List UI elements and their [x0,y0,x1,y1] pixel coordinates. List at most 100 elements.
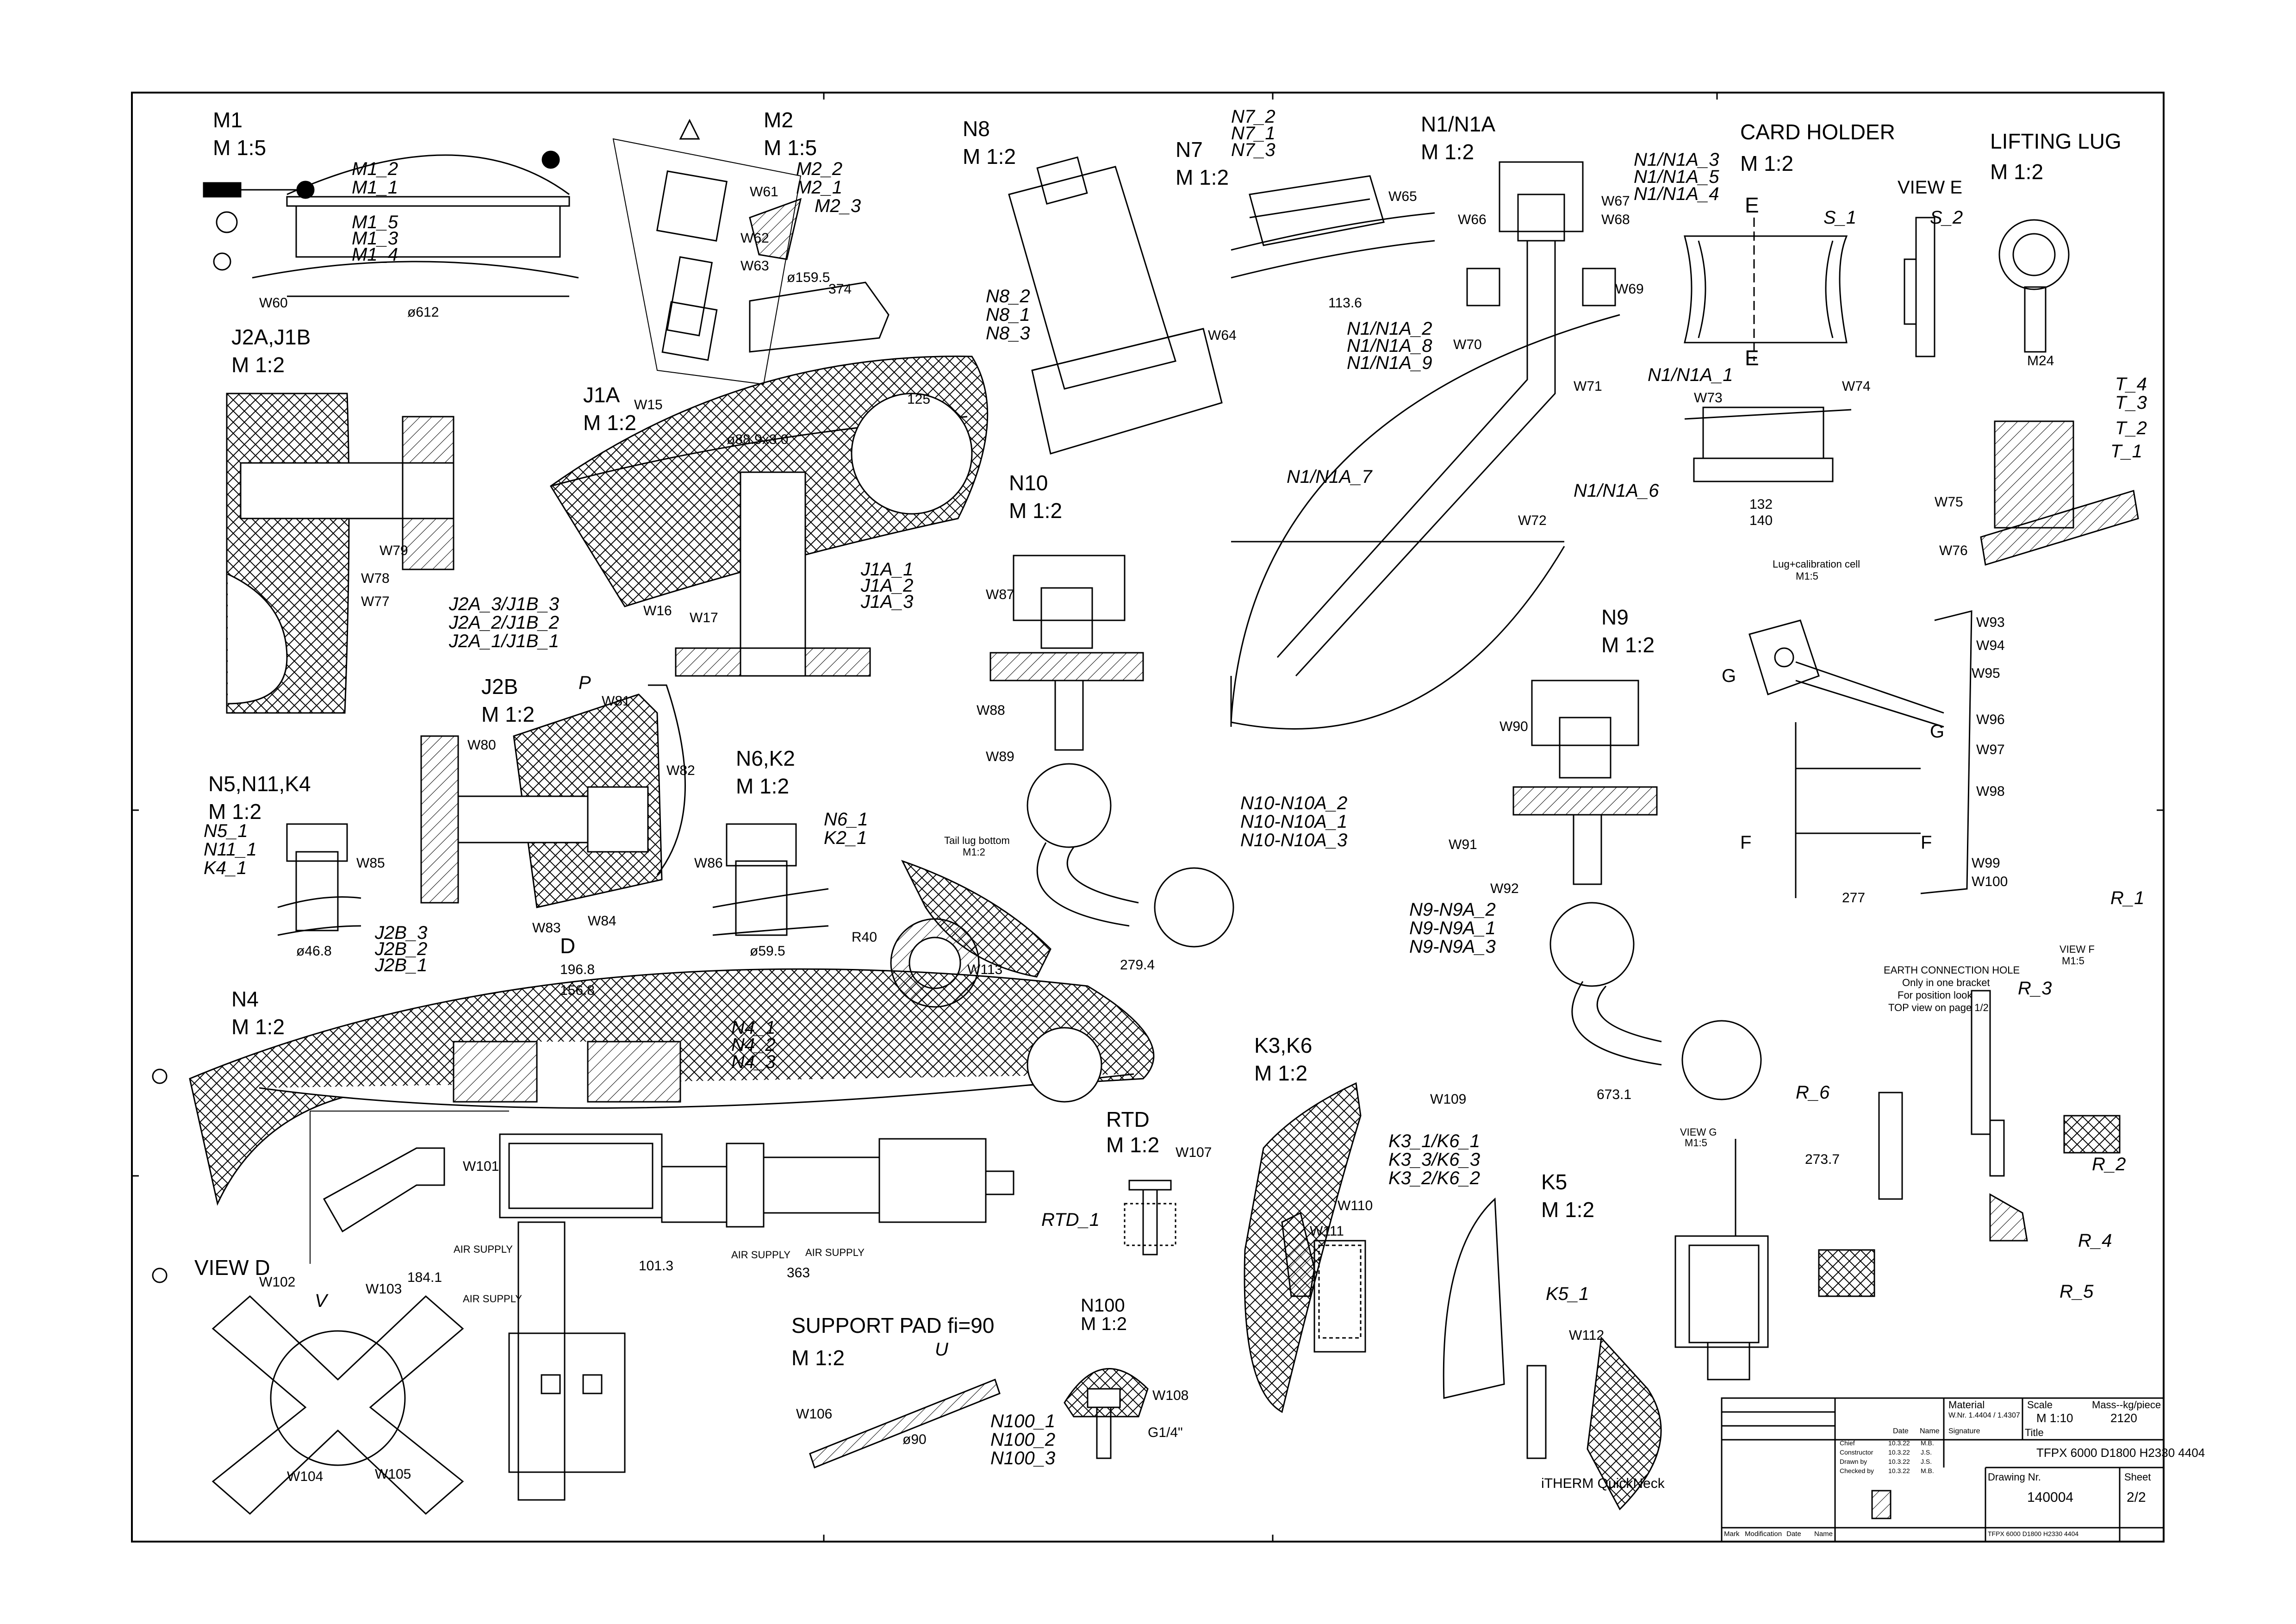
view-m1-title: M1 [213,108,243,132]
label-n1-5: N1/N1A_5 [1634,167,1719,187]
earth-line-1: Only in one bracket [1902,977,1990,988]
dim-w91: W91 [1449,837,1477,852]
view-j1a-title: J1A [583,383,620,407]
label-n100-3: N100_3 [990,1448,1056,1468]
label-d: D [560,934,576,958]
dim-w112: W112 [1569,1328,1605,1343]
view-lifting-lug [1980,219,2139,566]
dim-w66: W66 [1458,212,1487,227]
view-n10 [989,555,1234,948]
view-f-label: VIEW F [2060,943,2095,955]
tb-footer-modification: Modification [1745,1530,1782,1538]
view-n100 [1064,1368,1149,1459]
label-n1-8: N1/N1A_8 [1347,336,1432,356]
air-supply-4: AIR SUPPLY [805,1247,865,1258]
label-k3-3: K3_3/K6_3 [1388,1149,1480,1170]
dim-w94: W94 [1976,638,2005,653]
tb-scale-label: Scale [2027,1399,2053,1411]
view-card-holder [1684,217,1935,482]
view-lifting-lug-title: LIFTING LUG [1990,129,2122,153]
title-block-frame [1721,1397,2165,1543]
dim-ch-140: 140 [1749,513,1773,528]
tb-footer-date: Date [1786,1530,1801,1538]
label-n8-1: N8_1 [986,305,1030,325]
tb-footer-mark: Mark [1724,1530,1740,1538]
earth-line-3: TOP view on page 1/2 [1888,1002,1989,1013]
tb-name-4: M.B. [1921,1467,1934,1474]
label-m1-2: M1_2 [352,159,398,179]
tb-footer-name: Name [1814,1530,1833,1538]
label-k3-1: K3_1/K6_1 [1388,1131,1480,1151]
dim-w69: W69 [1615,281,1644,297]
dim-w85: W85 [356,856,385,871]
dim-w83: W83 [532,920,561,936]
view-n5-title: N5,N11,K4 [208,772,311,796]
label-n100-1: N100_1 [990,1411,1056,1431]
view-m2 [612,119,890,385]
label-t2: T_2 [2115,418,2147,438]
tb-col-name: Name [1920,1427,1940,1435]
view-n8-title: N8 [963,117,990,141]
dim-w76: W76 [1939,543,1968,558]
tail-lug-scale: M1:2 [963,846,985,858]
view-n4 [189,968,1155,1501]
tb-date-1: 10.3.22 [1888,1439,1910,1447]
view-j1a [549,356,989,677]
dim-w65: W65 [1388,189,1417,204]
earth-line-2: For position look [1898,989,1972,1001]
dim-w75: W75 [1935,494,1963,510]
dim-sp-90: ø90 [902,1432,927,1447]
view-n5-scale: M 1:2 [208,800,262,824]
dim-n4-1013: 101.3 [639,1258,674,1274]
view-rtd-title: RTD [1106,1107,1150,1131]
dim-w72: W72 [1518,513,1547,528]
label-n6-1: N6_1 [824,809,868,830]
dim-w106: W106 [796,1406,833,1422]
sheet-frame [131,92,2165,1543]
dim-w60: W60 [259,295,288,311]
view-n9 [1512,680,1762,1100]
label-k5-1: K5_1 [1546,1284,1589,1304]
dim-m1-612: ø612 [407,305,439,320]
view-rtd-scale: M 1:2 [1106,1133,1160,1157]
dim-n7-113: 113.6 [1328,295,1362,311]
dim-w86: W86 [694,856,723,871]
view-support-pad [809,1379,1001,1468]
dim-w92: W92 [1490,881,1519,896]
view-f [1971,990,2121,1242]
dim-j1a-125: 125 [907,392,931,407]
label-r6: R_6 [1796,1082,1830,1103]
tb-col-signature: Signature [1948,1427,1980,1435]
label-j1a-2: J1A_2 [861,575,914,596]
dim-w98: W98 [1976,784,2005,799]
tb-role-constructor: Constructor [1840,1449,1873,1456]
dim-w64: W64 [1208,328,1237,343]
tb-name-2: J.S. [1921,1449,1932,1456]
label-n10-3: N10-N10A_3 [1240,830,1348,850]
view-d-title: VIEW D [194,1255,270,1280]
view-m1 [203,150,579,297]
dim-w16: W16 [643,603,672,618]
view-n1 [1230,161,1620,730]
dim-w84: W84 [588,913,616,929]
view-k3-scale: M 1:2 [1254,1061,1308,1085]
view-n100-scale: M 1:2 [1081,1314,1127,1334]
view-g-label: VIEW G [1680,1126,1717,1138]
quickneck-note: iTHERM QuickNeck [1541,1476,1665,1491]
dim-j1a-889: ø88.9x3.0 [727,432,789,447]
label-n100-2: N100_2 [990,1430,1056,1450]
tb-title-label: Title [2025,1427,2044,1438]
label-r1: R_1 [2110,888,2145,908]
view-n6 [712,823,829,936]
label-s2: S_2 [1930,207,1963,228]
dim-w110: W110 [1338,1198,1373,1213]
label-k2-1: K2_1 [824,828,867,848]
dim-w15: W15 [634,397,663,412]
label-r3: R_3 [2018,978,2052,999]
label-j1a-3: J1A_3 [861,592,914,612]
dim-w68: W68 [1601,212,1630,227]
dim-n4-1568: 156.8 [560,983,595,998]
view-card-holder-scale: M 1:2 [1740,151,1794,175]
view-lifting-lug-scale: M 1:2 [1990,160,2044,184]
